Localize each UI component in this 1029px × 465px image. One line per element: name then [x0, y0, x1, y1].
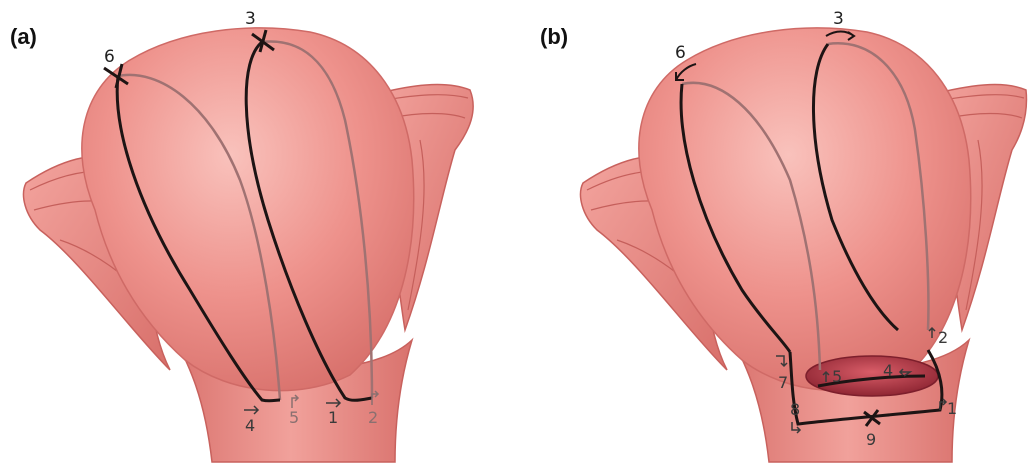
label-b-4: 4: [883, 361, 893, 380]
panel-a-label: (a): [10, 24, 37, 49]
label-b-2: 2: [938, 328, 948, 347]
label-a-4: 4: [245, 416, 255, 435]
panel-a: (a) 3 6 4 5 1 2: [10, 9, 473, 462]
label-a-6: 6: [104, 47, 115, 67]
panel-b-label: (b): [540, 24, 568, 49]
label-a-1: 1: [328, 408, 338, 427]
label-b-7: 7: [778, 373, 788, 392]
label-b-8: 8: [790, 400, 800, 419]
label-a-3: 3: [245, 9, 256, 29]
label-b-9: 9: [866, 430, 876, 449]
label-b-1: 1: [947, 399, 957, 418]
panel-b: (b) 3 6 2 7 5 4 8 1 9: [540, 9, 1026, 462]
label-b-5: 5: [832, 367, 842, 386]
label-a-2: 2: [368, 408, 378, 427]
label-b-6: 6: [675, 43, 686, 63]
label-a-5: 5: [289, 408, 299, 427]
label-b-3: 3: [833, 9, 844, 29]
